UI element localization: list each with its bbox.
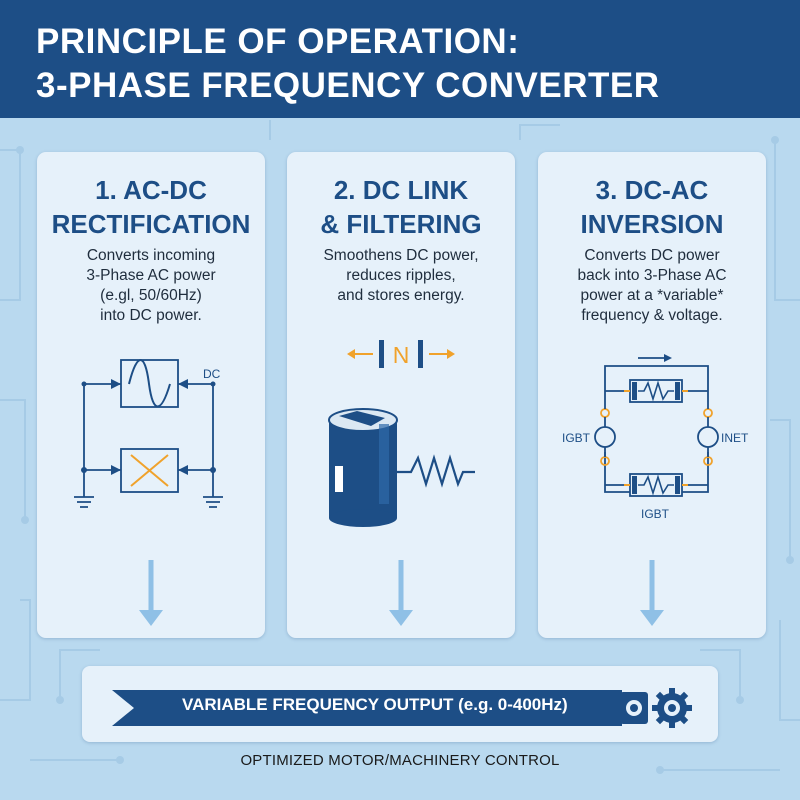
dc-link-diagram: N — [328, 340, 475, 527]
resistor-zigzag-icon — [638, 474, 674, 496]
sine-wave-icon — [128, 359, 171, 408]
output-banner-ribbon — [112, 688, 692, 728]
card-rectification: 1. AC-DC RECTIFICATION Converts incoming… — [37, 152, 265, 638]
card-description: Converts incoming 3-Phase AC power (e.gl… — [37, 246, 265, 326]
page-title-line-1: PRINCIPLE OF OPERATION: — [36, 22, 520, 61]
description-line: Smoothens DC power, — [323, 247, 479, 264]
output-banner-text: VARIABLE FREQUENCY OUTPUT (e.g. 0-400Hz) — [182, 695, 568, 714]
output-panel: VARIABLE FREQUENCY OUTPUT (e.g. 0-400Hz) — [82, 666, 718, 742]
description-line: into DC power. — [100, 307, 202, 324]
card-inversion: 3. DC-AC INVERSION Converts DC power bac… — [538, 152, 766, 638]
description-line: back into 3-Phase AC — [577, 267, 727, 284]
header-bar: PRINCIPLE OF OPERATION: 3-PHASE FREQUENC… — [0, 0, 800, 118]
down-arrow-icon — [640, 560, 664, 626]
bridge-box — [120, 448, 179, 493]
card-description: Converts DC power back into 3-Phase AC p… — [538, 246, 766, 326]
page-title-line-2: 3-PHASE FREQUENCY CONVERTER — [36, 66, 660, 105]
inverter-bridge-diagram: IGBT INET IGBT — [562, 354, 749, 521]
card-title: & FILTERING — [320, 209, 482, 239]
rectifier-circuit-diagram: DC — [74, 359, 223, 508]
igbt-left-label: IGBT — [562, 431, 591, 445]
card-title: RECTIFICATION — [51, 209, 251, 239]
ground-icon — [74, 496, 94, 508]
card-title: 2. DC LINK — [333, 175, 469, 205]
igbt-bottom-label: IGBT — [641, 507, 670, 521]
description-line: Converts DC power — [584, 247, 720, 264]
card-title: INVERSION — [580, 209, 724, 239]
arrow-left-icon — [178, 379, 188, 389]
diode-cross-icon — [130, 454, 169, 487]
resistor-zigzag-icon — [397, 454, 475, 488]
description-line: (e.gl, 50/60Hz) — [100, 287, 202, 304]
igbt-right-icon — [697, 426, 719, 448]
down-arrow-icon — [139, 560, 163, 626]
arrow-right-icon — [111, 379, 121, 389]
inductor-icon — [347, 340, 455, 368]
description-line: frequency & voltage. — [581, 307, 723, 324]
description-line: 3-Phase AC power — [86, 267, 216, 284]
card-description: Smoothens DC power, reduces ripples, and… — [287, 246, 515, 306]
inductor-label: N — [393, 342, 410, 368]
description-line: power at a *variable* — [580, 287, 724, 304]
dc-label: DC — [203, 367, 221, 381]
description-line: Converts incoming — [86, 247, 216, 264]
down-arrow-icon — [389, 560, 413, 626]
inet-label: INET — [721, 431, 749, 445]
resistor-zigzag-icon — [638, 380, 674, 402]
igbt-left-icon — [594, 426, 616, 448]
card-title: 1. AC-DC — [95, 175, 207, 205]
capacitor-icon — [328, 408, 398, 527]
arrow-right-icon — [111, 465, 121, 475]
ground-icon — [203, 496, 223, 508]
card-title: 3. DC-AC — [595, 175, 709, 205]
description-line: reduces ripples, — [346, 267, 456, 284]
description-line: and stores energy. — [337, 287, 465, 304]
arrow-left-icon — [178, 465, 188, 475]
card-dc-link: 2. DC LINK & FILTERING Smoothens DC powe… — [287, 152, 515, 638]
footer-caption: OPTIMIZED MOTOR/MACHINERY CONTROL — [240, 752, 560, 769]
motor-gear-icon — [620, 688, 692, 728]
